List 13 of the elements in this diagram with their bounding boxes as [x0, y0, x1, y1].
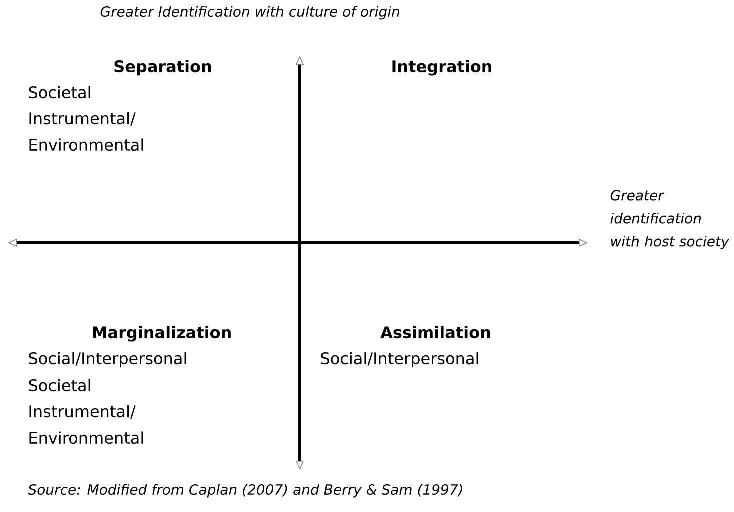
quadrant-title: Assimilation [380, 326, 490, 339]
axis-label: Greater Identification with culture of origin [100, 6, 400, 20]
quadrant-item: Instrumental/ Environmental [30, 112, 144, 152]
quadrant-item: Societal [29, 379, 90, 392]
quadrant-item: Societal [29, 86, 90, 99]
quadrant-title: Marginalization [93, 326, 231, 342]
quadrant-item: Social/Interpersonal [321, 352, 478, 368]
quadrant-item: Instrumental/ Environmental [30, 405, 144, 444]
quadrant-title: Separation [114, 60, 212, 76]
axis-label: Greater identification with host society [610, 190, 730, 250]
caption: Source: Modified from Caplan (2007) and Berry & Sam (1997) [28, 484, 462, 498]
quadrant-item: Social/Interpersonal [29, 352, 186, 368]
quadrant-title: Integration [392, 60, 492, 76]
